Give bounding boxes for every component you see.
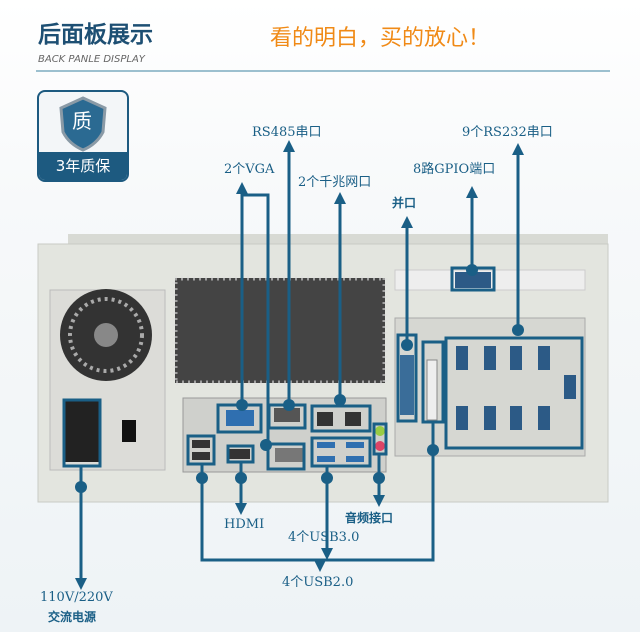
label-usb3: 4个USB3.0 xyxy=(288,530,360,545)
page-subtitle: BACK PANLE DISPLAY xyxy=(38,54,145,65)
label-power-ac: 交流电源 xyxy=(48,610,97,624)
power-socket-icon xyxy=(65,400,99,462)
label-gpio: 8路GPIO端口 xyxy=(413,162,496,177)
label-power-voltage: 110V/220V xyxy=(40,590,113,605)
label-rs232: 9个RS232串口 xyxy=(462,125,553,140)
label-parallel: 并口 xyxy=(392,196,417,210)
label-lan: 2个千兆网口 xyxy=(298,175,372,190)
label-hdmi: HDMI xyxy=(224,517,265,532)
header-divider xyxy=(36,70,610,72)
label-audio: 音频接口 xyxy=(345,511,394,525)
callout-markers xyxy=(75,140,524,590)
shield-icon xyxy=(59,96,107,152)
fan-grille xyxy=(175,278,385,383)
page-title: 后面板展示 xyxy=(38,22,153,48)
power-switch-icon xyxy=(122,420,136,442)
gpio-port-icon xyxy=(455,272,491,288)
warranty-text: 3年质保 xyxy=(39,152,127,180)
callout-lines xyxy=(62,150,584,580)
slogan: 看的明白，买的放心！ xyxy=(270,26,491,51)
label-vga: 2个VGA xyxy=(224,162,275,177)
warranty-badge: 质 3年质保 xyxy=(37,90,129,182)
label-usb2: 4个USB2.0 xyxy=(282,575,354,590)
label-rs485: RS485串口 xyxy=(252,125,322,140)
shield-glyph: 质 xyxy=(72,109,92,133)
